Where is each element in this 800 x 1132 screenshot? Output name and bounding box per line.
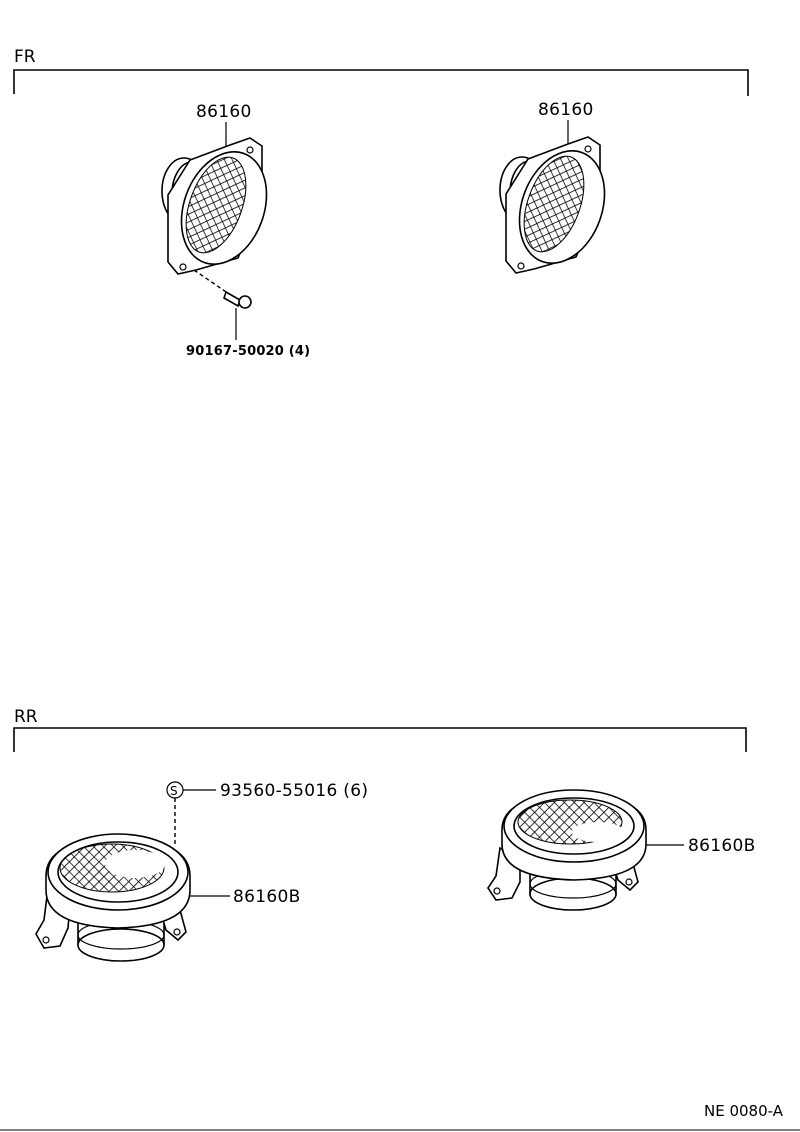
rear-screw[interactable]: S 93560-55016 (6): [166, 781, 368, 846]
front-screw-head: [238, 295, 252, 309]
rear-right-speaker[interactable]: 86160B: [487, 789, 756, 911]
rear-left-magnet: [77, 928, 165, 962]
rear-right-ear-hole-right: [625, 878, 633, 886]
footer-code: NE 0080-A: [704, 1102, 784, 1120]
front-right-speaker[interactable]: 86160: [499, 100, 619, 275]
rear-screw-symbol: S: [170, 784, 178, 798]
front-section-label: FR: [14, 47, 36, 67]
rear-left-speaker[interactable]: 86160B: [35, 833, 301, 962]
rear-left-speaker-part-number: 86160B: [233, 887, 301, 907]
rear-left-ear-hole-right: [173, 928, 181, 936]
rear-right-grille-highlight: [572, 822, 624, 842]
rear-left-grille-highlight: [105, 850, 165, 878]
front-section: FR: [13, 47, 749, 96]
front-screw-part-number: 90167-50020 (4): [186, 344, 310, 359]
front-screw-shank: [223, 290, 241, 308]
front-right-mount-hole-lower: [517, 262, 525, 270]
rear-screw-part-number: 93560-55016 (6): [220, 781, 368, 801]
front-left-mount-hole-upper: [246, 146, 254, 154]
rear-right-speaker-part-number: 86160B: [688, 836, 756, 856]
front-left-speaker-part-number: 86160: [196, 102, 252, 122]
front-left-grille-mesh: [185, 156, 247, 254]
front-right-grille-mesh: [523, 155, 585, 253]
front-left-speaker[interactable]: 86160 90167-50020 (4): [161, 102, 310, 359]
rear-left-ear-hole-left: [42, 936, 50, 944]
rear-right-ear-hole-left: [493, 887, 501, 895]
front-right-mount-hole-upper: [584, 145, 592, 153]
rear-section-bracket: [13, 727, 747, 752]
front-right-speaker-part-number: 86160: [538, 100, 594, 120]
front-left-mount-hole-lower: [179, 263, 187, 271]
rear-section-label: RR: [14, 707, 38, 727]
front-section-bracket: [13, 69, 749, 96]
rear-section: RR: [13, 707, 747, 752]
